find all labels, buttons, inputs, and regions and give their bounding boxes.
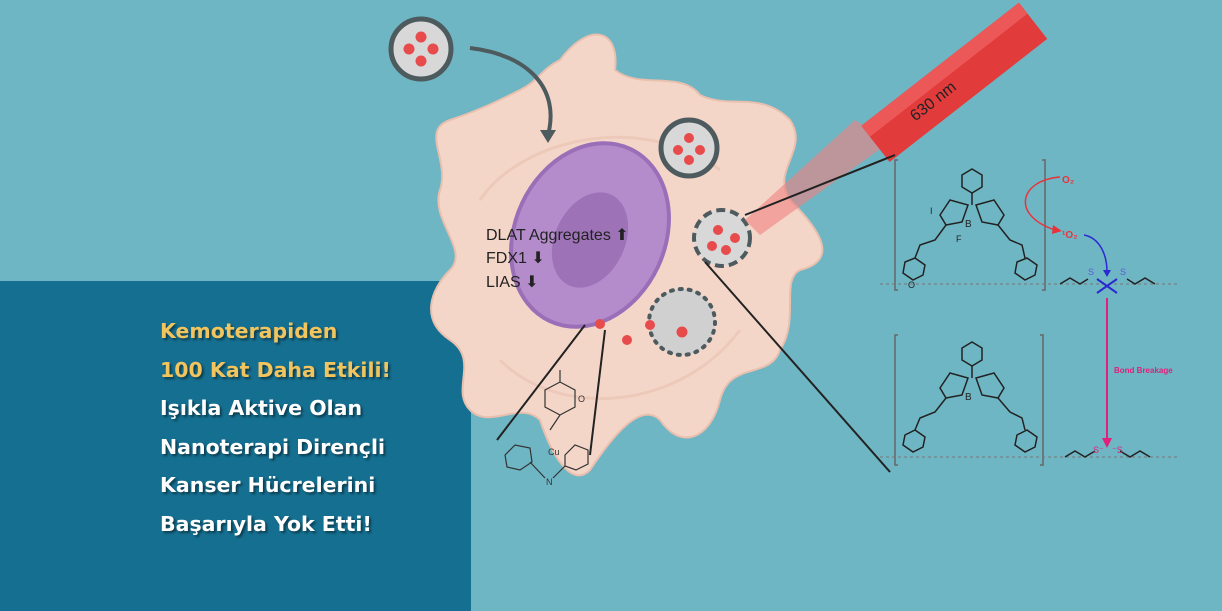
copper-atom-label: Cu xyxy=(548,447,560,457)
nanoparticle-outside xyxy=(388,16,454,82)
bodipy-structure-top xyxy=(894,159,1046,291)
laser-beam xyxy=(745,120,890,235)
released-drug xyxy=(595,319,605,329)
oxygen-atom-label: O xyxy=(578,394,585,404)
sulfur-atom-label: S xyxy=(1088,267,1094,277)
headline-highlight-line-2: 100 Kat Daha Etkili! xyxy=(160,357,391,382)
headline-line-2: Nanoterapi Dirençli xyxy=(160,434,386,459)
oxygen-label: O₂ xyxy=(1062,175,1074,186)
oxygen-atom-label: O xyxy=(908,280,915,290)
bond-breakage-label: Bond Breakage xyxy=(1114,366,1173,375)
boron-atom-label: B xyxy=(965,392,972,403)
boron-atom-label: B xyxy=(965,219,972,230)
sulfur-atom-label: S xyxy=(1120,267,1126,277)
singlet-oxygen-label: ¹O₂ xyxy=(1062,230,1078,241)
nanoparticle-degraded xyxy=(647,287,717,357)
headline-line-3: Kanser Hücrelerini xyxy=(160,473,376,497)
fdx1-label: FDX1 ⬇ xyxy=(486,250,545,267)
laser-fiber: 630 nm xyxy=(861,2,1048,163)
headline-highlight-line-1: Kemoterapiden xyxy=(160,319,338,343)
headline-line-1: Işıkla Aktive Olan xyxy=(160,396,363,420)
headline: Kemoterapiden 100 Kat Daha Etkili! Işıkl… xyxy=(160,312,391,543)
released-drug xyxy=(622,335,632,345)
thiolate-label: ⁻S xyxy=(1112,445,1123,455)
nucleolus xyxy=(551,192,629,288)
headline-panel xyxy=(0,281,471,611)
copper-complex-structure xyxy=(504,370,589,479)
nitrogen-atom-label: N xyxy=(546,477,553,487)
dlat-label: DLAT Aggregates ⬆ xyxy=(486,227,629,244)
uptake-arrow xyxy=(469,46,553,136)
bond-cleavage-mark xyxy=(1096,278,1118,294)
thiolate-label: S⁻ xyxy=(1093,445,1104,455)
bodipy-structure-bottom xyxy=(894,334,1044,466)
iodine-atom-label: I xyxy=(930,206,933,216)
nanoparticle-endosome xyxy=(658,117,720,179)
fluorine-atom-label: F xyxy=(956,234,962,244)
nanoparticle-activated xyxy=(692,208,752,268)
released-drug xyxy=(645,320,655,330)
headline-line-4: Başarıyla Yok Etti! xyxy=(160,511,372,536)
lias-label: LIAS ⬇ xyxy=(486,274,539,291)
